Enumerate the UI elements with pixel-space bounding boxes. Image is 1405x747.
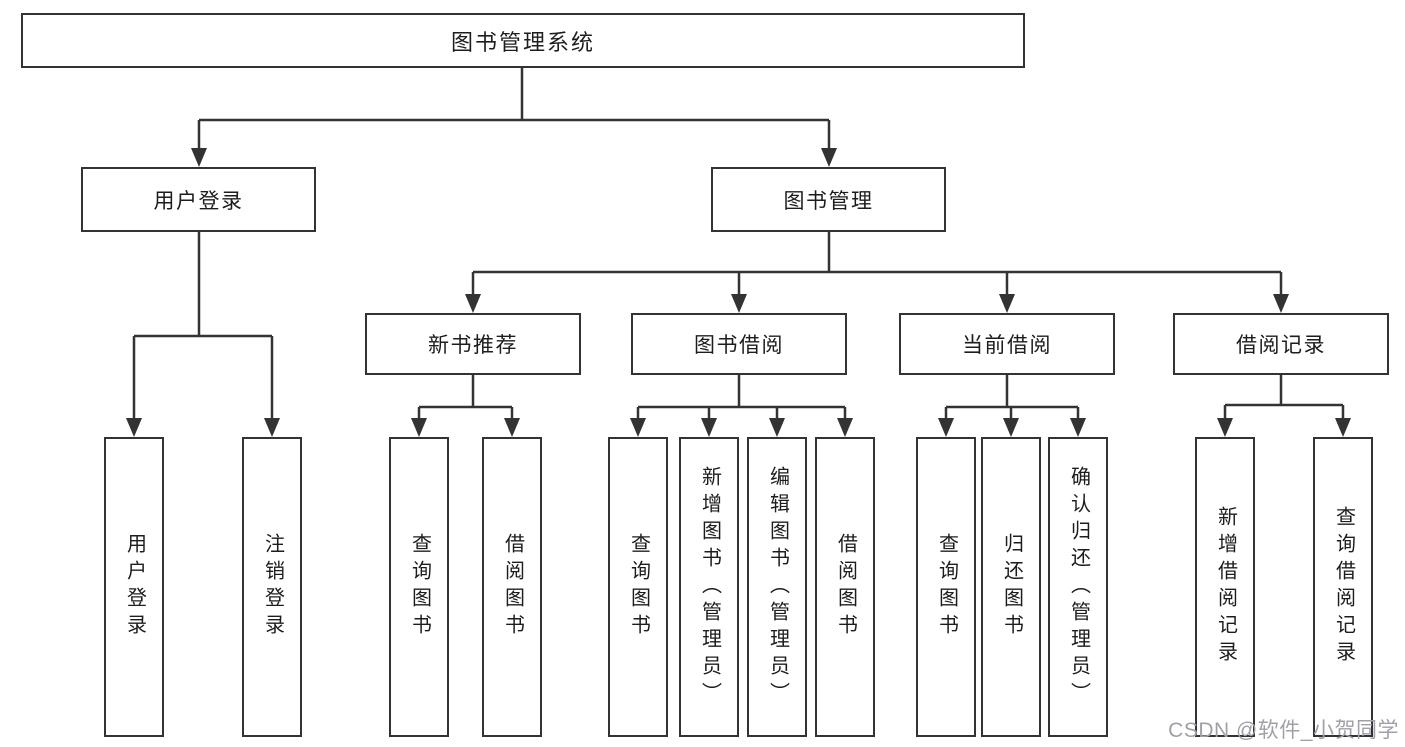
leaf-logout: 注销登录 [242, 437, 302, 737]
node-library-management-system: 图书管理系统 [21, 13, 1025, 68]
node-new-book-recommendation: 新书推荐 [365, 313, 581, 375]
leaf-label: 查询图书 [627, 533, 650, 641]
node-label: 新书推荐 [428, 334, 518, 357]
node-user-login-branch: 用户登录 [81, 167, 316, 232]
leaf-label: 查询图书 [935, 533, 958, 641]
leaf-query-books: 查询图书 [389, 437, 449, 737]
node-label: 当前借阅 [962, 334, 1052, 357]
leaf-label: 新增图书（管理员） [698, 465, 721, 709]
leaf-label: 借阅图书 [501, 533, 524, 641]
leaf-label: 借阅图书 [834, 533, 857, 641]
node-label: 图书借阅 [694, 334, 784, 357]
leaf-query-borrow-record: 查询借阅记录 [1313, 437, 1373, 737]
node-label: 借阅记录 [1236, 334, 1326, 357]
leaf-label: 新增借阅记录 [1214, 506, 1237, 668]
leaf-label: 编辑图书（管理员） [766, 465, 789, 709]
node-book-management-branch: 图书管理 [711, 167, 946, 232]
leaf-label: 用户登录 [123, 533, 146, 641]
leaf-label: 归还图书 [1000, 533, 1023, 641]
leaf-label: 查询借阅记录 [1332, 506, 1355, 668]
leaf-query-books: 查询图书 [916, 437, 976, 737]
leaf-confirm-return-admin: 确认归还（管理员） [1048, 437, 1108, 737]
leaf-label: 确认归还（管理员） [1067, 465, 1090, 709]
leaf-add-borrow-record: 新增借阅记录 [1195, 437, 1255, 737]
leaf-borrow-books: 借阅图书 [482, 437, 542, 737]
leaf-query-books: 查询图书 [608, 437, 668, 737]
leaf-return-books: 归还图书 [981, 437, 1041, 737]
leaf-edit-books-admin: 编辑图书（管理员） [747, 437, 807, 737]
leaf-add-books-admin: 新增图书（管理员） [679, 437, 739, 737]
node-borrowing-records: 借阅记录 [1173, 313, 1389, 375]
leaf-borrow-books: 借阅图书 [815, 437, 875, 737]
csdn-watermark: CSDN @软件_小贺同学 [1168, 719, 1399, 742]
node-current-borrowing: 当前借阅 [899, 313, 1115, 375]
node-label: 用户登录 [153, 189, 244, 213]
node-label: 图书管理系统 [450, 29, 595, 55]
node-label: 图书管理 [783, 189, 874, 213]
leaf-user-login: 用户登录 [104, 437, 164, 737]
node-book-borrowing: 图书借阅 [631, 313, 847, 375]
leaf-label: 注销登录 [261, 533, 284, 641]
leaf-label: 查询图书 [408, 533, 431, 641]
